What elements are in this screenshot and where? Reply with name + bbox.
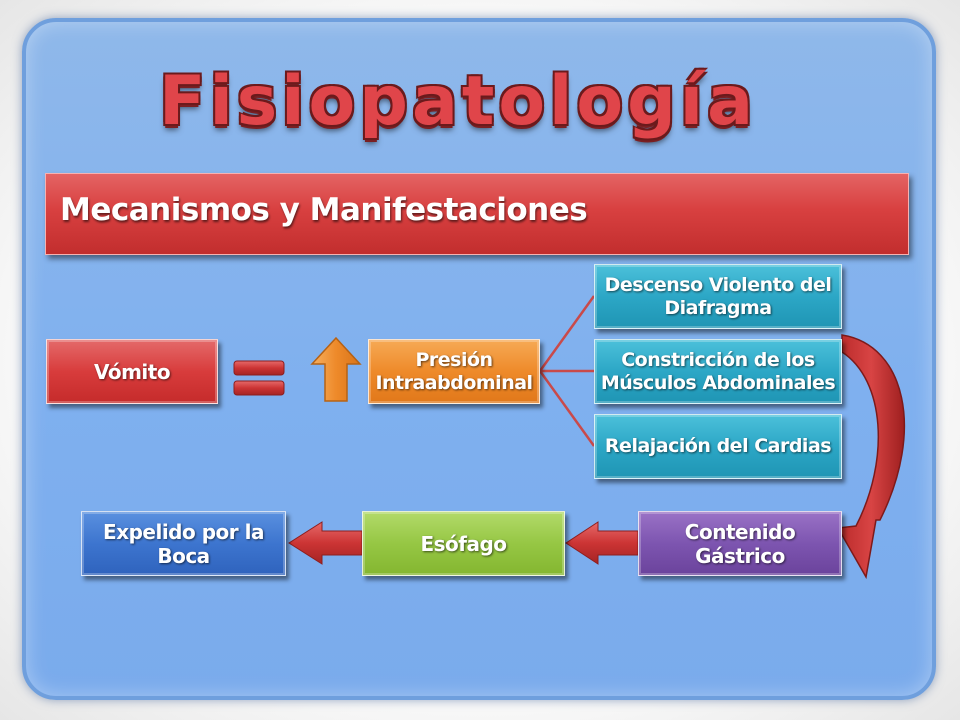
presion-box: Presión Intraabdominal — [368, 339, 540, 404]
constriccion-box: Constricción de los Músculos Abdominales — [594, 339, 842, 404]
vomito-box: Vómito — [46, 339, 218, 404]
flow-arrow-2-icon — [288, 521, 363, 565]
contenido-box: Contenido Gástrico — [638, 511, 842, 576]
section-banner: Mecanismos y Manifestaciones — [45, 173, 909, 255]
fan-connectors — [538, 295, 596, 447]
equals-icon — [233, 360, 285, 396]
banner-label: Mecanismos y Manifestaciones — [60, 192, 588, 228]
curved-arrow-down-icon — [836, 334, 906, 580]
esofago-box: Esófago — [362, 511, 565, 576]
relajacion-box: Relajación del Cardias — [594, 414, 842, 479]
slide-title: Fisiopatología — [159, 62, 757, 141]
up-arrow-icon — [310, 336, 362, 402]
flow-arrow-1-icon — [565, 521, 639, 565]
descenso-box: Descenso Violento del Diafragma — [594, 264, 842, 329]
expelido-box: Expelido por la Boca — [81, 511, 286, 576]
